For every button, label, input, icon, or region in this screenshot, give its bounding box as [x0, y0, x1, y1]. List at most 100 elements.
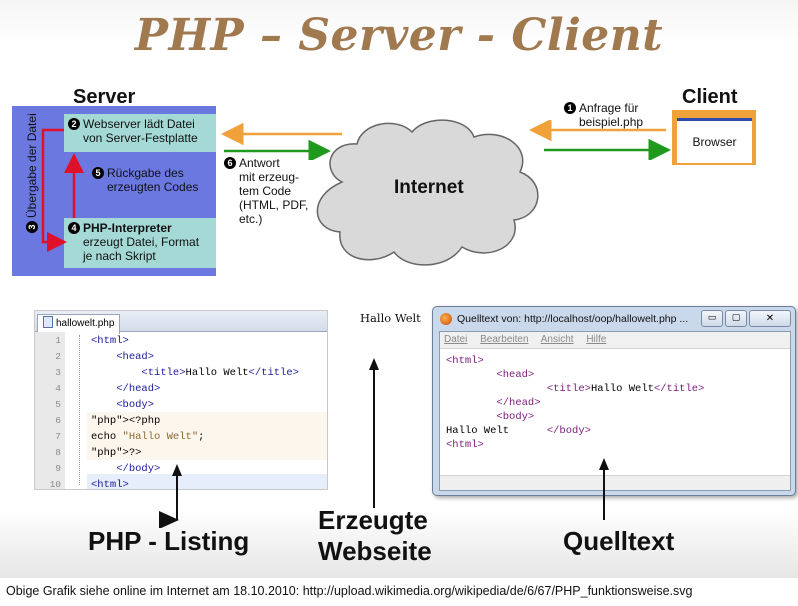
code-line: <title>Hallo Welt</title>	[141, 367, 299, 379]
answer-line4: (HTML, PDF,	[239, 198, 309, 212]
source-line: </head>	[496, 397, 541, 409]
answer-line3: tem Code	[239, 184, 292, 198]
source-pointer-head	[599, 458, 609, 470]
source-statusbar	[440, 475, 790, 490]
request-line1: Anfrage für	[579, 101, 639, 115]
line-number: 3	[55, 367, 61, 378]
step-6-badge: 6	[224, 157, 236, 169]
client-heading: Client	[682, 86, 738, 108]
webpage-pointer-head	[369, 358, 379, 370]
code-line: </head>	[116, 383, 161, 395]
source-window-title: Quelltext von: http://localhost/oop/hall…	[457, 313, 689, 325]
answer-line1: Antwort	[239, 156, 280, 170]
step-1-badge: 1	[564, 102, 576, 114]
source-code-area[interactable]: <html> <head> <title>Hallo Welt</title> …	[446, 354, 704, 452]
return-line2: erzeugten Codes	[107, 180, 199, 194]
source-line: Hallo Welt </body>	[446, 425, 591, 437]
step-2-badge: 2	[68, 118, 80, 130]
line-number: 8	[55, 447, 61, 458]
menu-bearbeiten[interactable]: Bearbeiten	[480, 334, 529, 345]
menu-hilfe[interactable]: Hilfe	[586, 334, 607, 345]
request-line2: beispiel.php	[579, 115, 644, 129]
firefox-icon	[440, 313, 452, 325]
line-numbers: 1 2 3 4 5 6 7 8 9 10	[37, 333, 61, 493]
source-line: <html>	[446, 439, 484, 451]
generated-webpage-label: Erzeugte Webseite	[318, 505, 432, 567]
line-number: 2	[55, 351, 61, 362]
file-icon	[43, 316, 53, 328]
source-line: <html>	[446, 355, 484, 367]
internet-cloud	[316, 119, 539, 266]
code-line: <head>	[116, 351, 155, 363]
php-listing-label: PHP - Listing	[88, 526, 250, 556]
fold-line	[79, 335, 81, 485]
minimize-icon: ▭	[707, 313, 717, 323]
browser-window: Browser	[677, 118, 752, 163]
line-number: 7	[55, 431, 61, 442]
source-line: <title>Hallo Welt</title>	[546, 383, 705, 395]
menu-ansicht[interactable]: Ansicht	[540, 334, 574, 345]
generated-webpage-text: Hallo Welt	[360, 311, 421, 325]
line-number: 9	[55, 463, 61, 474]
code-area[interactable]: <html> <head> <title>Hallo Welt</title> …	[91, 333, 299, 493]
source-line: <head>	[496, 369, 535, 381]
interpreter-line2: erzeugt Datei, Format	[83, 235, 200, 249]
code-line: <body>	[116, 399, 155, 411]
close-button[interactable]: ✕	[749, 310, 791, 327]
step-4-badge: 4	[68, 222, 80, 234]
webserver-line2: von Server-Festplatte	[83, 131, 198, 145]
source-label: Quelltext	[563, 526, 675, 556]
close-icon: ✕	[765, 313, 775, 324]
line-number: 4	[55, 383, 61, 394]
interpreter-line3: je nach Skript	[83, 249, 156, 263]
answer-line2: mit erzeug-	[239, 170, 300, 184]
line-number: 10	[49, 479, 61, 490]
current-line-highlight	[87, 474, 327, 489]
menu-datei[interactable]: Datei	[444, 334, 468, 345]
code-line: <html>	[91, 335, 129, 347]
code-line: "php"><?php	[91, 415, 161, 427]
generated-webpage-label-line1: Erzeugte	[318, 505, 428, 535]
server-arrows	[41, 128, 84, 252]
step-5-badge: 5	[92, 167, 104, 179]
maximize-button[interactable]: ▢	[725, 310, 747, 327]
line-number: 5	[55, 399, 61, 410]
line-number: 6	[55, 415, 61, 426]
source-menubar: Datei Bearbeiten Ansicht Hilfe	[440, 332, 790, 349]
internet-label: Internet	[394, 177, 464, 198]
php-editor: hallowelt.php 1 2 3 4 5 6 7 8 9 10 <html> <head> …	[34, 310, 328, 493]
line-number: 1	[55, 335, 61, 346]
source-window-body: Datei Bearbeiten Ansicht Hilfe <html> <h…	[439, 331, 791, 491]
editor-tabbar: hallowelt.php	[35, 311, 327, 334]
code-line: "php">?>	[91, 447, 142, 459]
handover-arrow	[41, 128, 67, 252]
page-title: PHP – Server - Client	[134, 10, 664, 61]
editor-tab-label: hallowelt.php	[56, 318, 115, 329]
generated-webpage-label-line2: Webseite	[318, 536, 432, 566]
maximize-icon: ▢	[731, 313, 741, 323]
flow-arrows	[221, 120, 671, 160]
listing-pointer-head	[172, 464, 182, 476]
browser-label: Browser	[692, 135, 737, 149]
code-line: echo "Hallo Welt";	[91, 431, 205, 443]
editor-tab[interactable]: hallowelt.php	[37, 314, 121, 334]
source-window: Quelltext von: http://localhost/oop/hall…	[432, 306, 796, 496]
return-line1: Rückgabe des	[107, 166, 184, 180]
source-line: <body>	[496, 411, 535, 423]
answer-line5: etc.)	[239, 212, 263, 226]
interpreter-title: PHP-Interpreter	[83, 221, 172, 235]
webserver-line1: Webserver lädt Datei	[83, 117, 195, 131]
code-line: </body>	[116, 463, 161, 475]
php-block-highlight	[87, 412, 327, 460]
line-number-gutter	[35, 332, 65, 489]
code-line: <html>	[91, 479, 129, 491]
pointer-arrows	[159, 358, 609, 528]
minimize-button[interactable]: ▭	[701, 310, 723, 327]
server-heading: Server	[73, 86, 136, 108]
